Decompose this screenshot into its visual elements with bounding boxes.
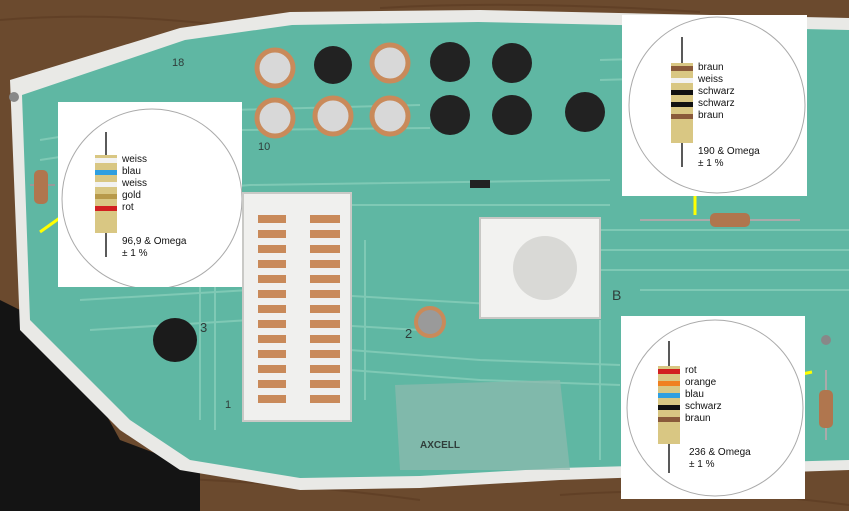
band-label-4: schwarz	[685, 401, 722, 412]
color-band-5	[95, 206, 117, 211]
resistor-bands	[671, 66, 693, 119]
bulb-sockets	[9, 42, 831, 362]
resistance-tolerance: ± 1 %	[689, 459, 715, 470]
color-band-1	[658, 369, 680, 374]
silk-3: 3	[200, 320, 207, 335]
resistance-value: 190 & Omega	[698, 146, 760, 157]
resistance-value: 236 & Omega	[689, 447, 751, 458]
color-band-3	[671, 90, 693, 95]
silk-1: 1	[225, 399, 231, 411]
band-label-3: blau	[685, 389, 704, 400]
band-label-5: braun	[698, 110, 724, 121]
silk-2: 2	[405, 326, 412, 341]
resistance-value: 96,9 & Omega	[122, 236, 187, 247]
color-band-2	[658, 381, 680, 386]
color-band-5	[658, 417, 680, 422]
resistor-diagram-left	[61, 108, 242, 287]
resistor-diagram-bottom-right	[626, 319, 804, 497]
color-band-1	[671, 66, 693, 71]
resistor-bands	[658, 369, 680, 422]
color-band-4	[658, 405, 680, 410]
silk-b: B	[612, 287, 621, 303]
bottom-cutout	[395, 380, 570, 470]
color-band-4	[671, 102, 693, 107]
resistance-tolerance: ± 1 %	[122, 248, 148, 259]
silk-18: 18	[172, 57, 184, 69]
card-circle	[626, 319, 804, 497]
color-band-2	[95, 170, 117, 175]
resistor-diagram-top-right	[628, 16, 806, 194]
band-label-2: orange	[685, 377, 717, 388]
color-band-3	[658, 393, 680, 398]
center-socket-cap	[513, 236, 577, 300]
card-circle	[61, 108, 242, 287]
board-resistors	[30, 170, 833, 440]
band-label-1: braun	[698, 62, 724, 73]
band-label-3: schwarz	[698, 86, 735, 97]
resistor-bands	[95, 158, 117, 211]
color-band-3	[95, 182, 117, 187]
band-label-4: gold	[122, 190, 141, 201]
silk-brand: AXCELL	[420, 440, 460, 451]
band-label-4: schwarz	[698, 98, 735, 109]
color-band-4	[95, 194, 117, 199]
silk-10: 10	[258, 141, 270, 153]
card-circle	[628, 16, 806, 194]
color-band-5	[671, 114, 693, 119]
color-band-2	[671, 78, 693, 83]
band-label-1: weiss	[122, 154, 148, 165]
band-label-5: rot	[122, 202, 134, 213]
band-label-2: weiss	[698, 74, 724, 85]
resistance-tolerance: ± 1 %	[698, 158, 724, 169]
band-label-2: blau	[122, 166, 141, 177]
connector-pins	[258, 215, 340, 403]
band-label-3: weiss	[122, 178, 148, 189]
color-band-1	[95, 158, 117, 163]
band-label-5: braun	[685, 413, 711, 424]
band-label-1: rot	[685, 365, 697, 376]
